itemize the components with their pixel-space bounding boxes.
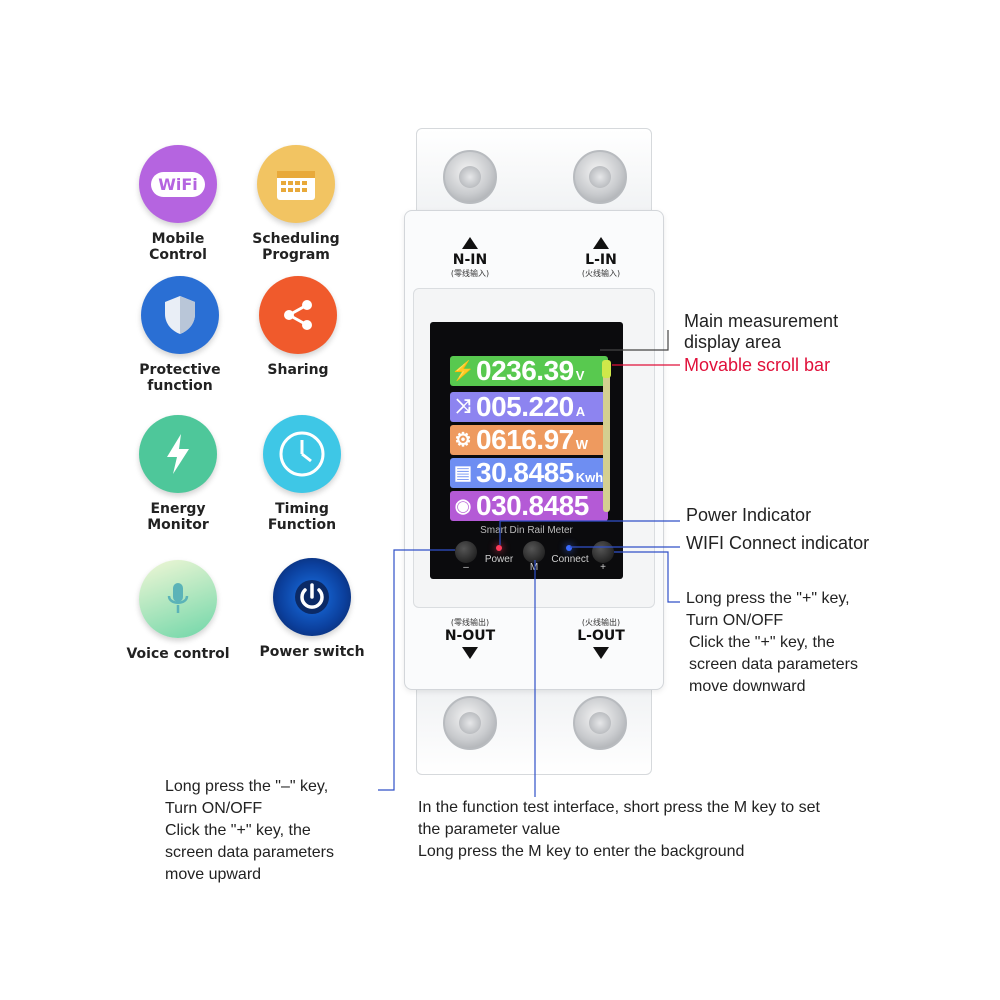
screen-row-energy: ▤ 30.8485 Kwh xyxy=(450,458,608,488)
energy-unit: Kwh xyxy=(575,470,604,485)
arrow-down-icon xyxy=(462,647,478,659)
feature-label: Energy Monitor xyxy=(147,501,209,533)
annotation-scroll-bar: Movable scroll bar xyxy=(684,355,831,375)
annotation-minus-click: Click the "+" key, the screen data param… xyxy=(165,822,334,883)
calendar-icon xyxy=(257,145,335,223)
feature-scheduling-program: Scheduling Program xyxy=(236,145,356,263)
current-unit: A xyxy=(575,404,586,419)
power-unit: W xyxy=(575,437,588,452)
feature-label: Mobile Control xyxy=(149,231,207,263)
feature-mobile-control: WiFi Mobile Control xyxy=(118,145,238,263)
callout-line-main-display xyxy=(600,330,669,351)
terminal-l-out: (火线输出) L-OUT xyxy=(556,617,646,659)
share-icon xyxy=(259,276,337,354)
terminal-screw-n-out xyxy=(443,696,497,750)
microphone-icon xyxy=(139,560,217,638)
minus-button-label: – xyxy=(463,562,469,573)
annotation-wifi-indicator: WIFI Connect indicator xyxy=(686,533,870,553)
m-button-label: M xyxy=(529,562,539,573)
screen-row-current: ⤨ 005.220 A xyxy=(450,392,608,422)
scroll-bar-thumb[interactable] xyxy=(602,360,611,378)
lightning-icon xyxy=(139,415,217,493)
power-indicator-label: Power xyxy=(484,554,514,565)
annotation-m-key: In the function test interface, short pr… xyxy=(418,799,820,860)
money-icon: ◉ xyxy=(454,495,472,517)
feature-label: Voice control xyxy=(126,646,230,662)
feature-voice-control: Voice control xyxy=(118,560,238,662)
power-led xyxy=(496,545,502,551)
arrow-up-icon xyxy=(462,237,478,249)
gauge-icon: ⚙ xyxy=(454,429,472,451)
brand-label: Smart Din Rail Meter xyxy=(480,525,573,536)
screen-row-voltage: ⚡ 0236.39 V xyxy=(450,356,608,386)
feature-energy-monitor: Energy Monitor xyxy=(118,415,238,533)
wifi-icon: WiFi xyxy=(139,145,217,223)
voltage-unit: V xyxy=(575,368,585,383)
terminal-l-in: L-IN (火线输入) xyxy=(556,237,646,279)
feature-sharing: Sharing xyxy=(238,276,358,378)
terminal-screw-n-in xyxy=(443,150,497,204)
terminal-n-out: (零线输出) N-OUT xyxy=(425,617,515,659)
feature-protective-function: Protective function xyxy=(120,276,240,394)
screen-row-cost: ◉ 030.8485 xyxy=(450,491,608,521)
cost-value: 030.8485 xyxy=(476,490,589,521)
minus-button[interactable] xyxy=(455,541,477,563)
wifi-led xyxy=(566,545,572,551)
feature-label: Power switch xyxy=(259,644,365,660)
power-icon xyxy=(273,558,351,636)
feature-power-switch: Power switch xyxy=(252,558,372,660)
feature-label: Sharing xyxy=(267,362,329,378)
power-value: 0616.97 xyxy=(476,424,574,455)
terminal-screw-l-in xyxy=(573,150,627,204)
callout-line-plus-key xyxy=(614,551,680,603)
annotation-power-indicator: Power Indicator xyxy=(686,505,812,525)
m-button[interactable] xyxy=(523,541,545,563)
voltage-value: 0236.39 xyxy=(476,355,574,386)
annotation-minus-long-press: Long press the "–" key, Turn ON/OFF xyxy=(165,778,329,817)
lightning-icon: ⚡ xyxy=(451,361,475,382)
callout-line-minus-key xyxy=(378,549,455,791)
annotation-plus-long-press: Long press the "+" key, Turn ON/OFF xyxy=(686,590,850,629)
clock-icon xyxy=(263,415,341,493)
terminal-n-in: N-IN (零线输入) xyxy=(425,237,515,279)
feature-label: Scheduling Program xyxy=(252,231,340,263)
shuffle-icon: ⤨ xyxy=(455,396,471,417)
feature-timing-function: Timing Function xyxy=(242,415,362,533)
annotation-main-display: Main measurement display area xyxy=(684,311,839,352)
feature-label: Timing Function xyxy=(267,501,337,533)
arrow-down-icon xyxy=(593,647,609,659)
wifi-badge: WiFi xyxy=(151,171,205,197)
current-value: 005.220 xyxy=(476,391,574,422)
scroll-bar-track[interactable] xyxy=(603,362,610,512)
terminal-screw-l-out xyxy=(573,696,627,750)
plus-button-label: + xyxy=(600,562,606,573)
annotation-plus-click: Click the "+" key, the screen data param… xyxy=(689,634,858,695)
connect-indicator-label: Connect xyxy=(551,554,589,565)
shield-icon xyxy=(141,276,219,354)
arrow-up-icon xyxy=(593,237,609,249)
screen-row-power: ⚙ 0616.97 W xyxy=(450,425,608,455)
energy-value: 30.8485 xyxy=(476,457,574,488)
feature-label: Protective function xyxy=(139,362,221,394)
callout-line-power-indicator xyxy=(499,520,680,545)
meter-icon: ▤ xyxy=(454,462,472,484)
